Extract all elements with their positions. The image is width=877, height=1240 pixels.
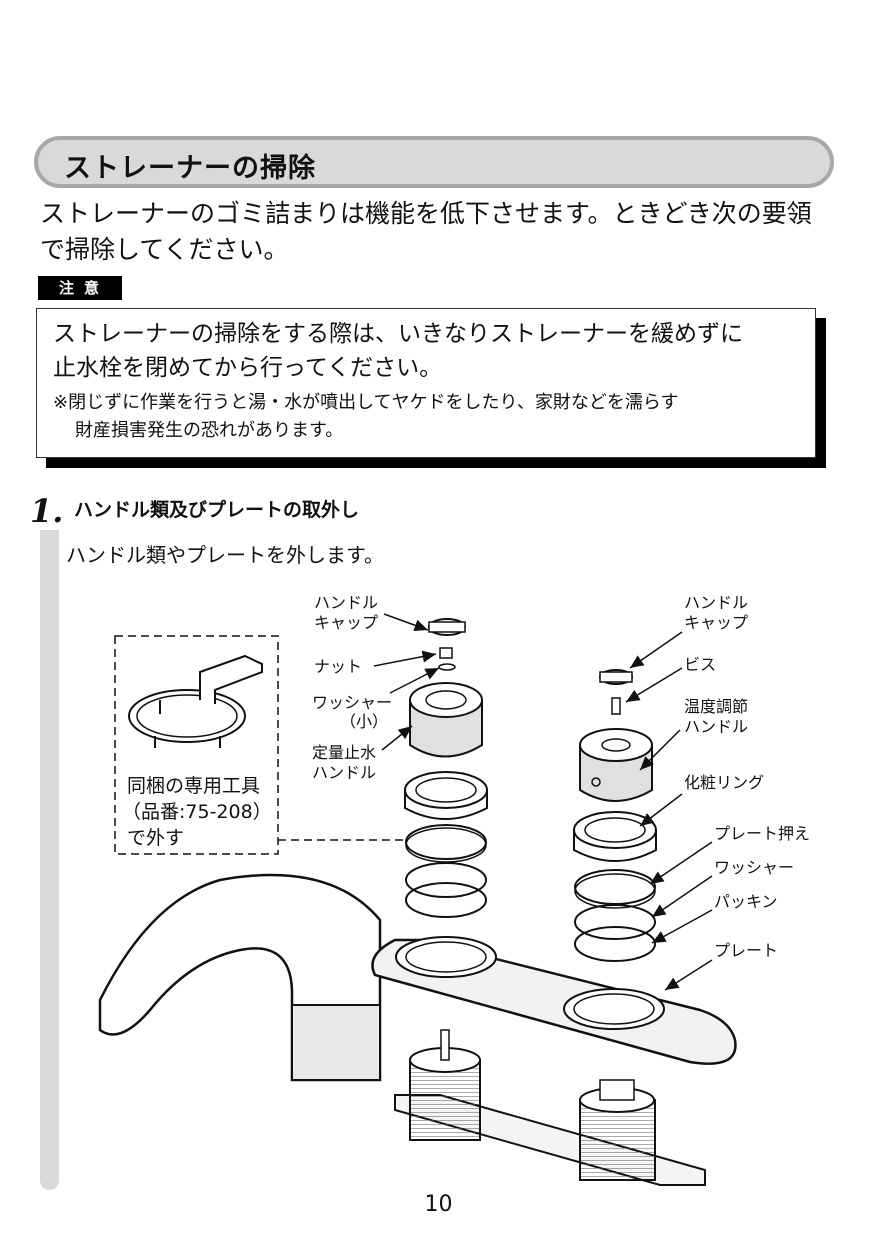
faucet-spout [98, 873, 382, 1082]
caution-main-line: 止水栓を閉めてから行ってください。 [53, 355, 443, 381]
label-left-handle-cap: キャップ [314, 613, 378, 632]
page-number: 10 [424, 1192, 453, 1217]
label-nut: ナット [314, 657, 362, 676]
caution-main-line: ストレーナーの掃除をする際は、いきなりストレーナーを緩めずに [53, 321, 743, 347]
tool-note-line: 同梱の専用工具 [127, 775, 260, 797]
label-washer-small: ワッシャー [312, 693, 392, 712]
step-description: ハンドル類やプレートを外します。 [66, 543, 384, 567]
special-tool-icon [128, 654, 263, 748]
intro-line: で掃除してください。 [40, 235, 289, 264]
label-trim-ring: 化粧リング [684, 773, 764, 792]
tool-note-line: で外す [127, 827, 184, 849]
label-left-handle-cap: ハンドル [314, 593, 378, 612]
label-fixed-stop-handle: 定量止水 [312, 743, 376, 762]
caution-note-line: ※閉じずに作業を行うと湯・水が噴出してヤケドをしたり、家財などを濡らす [53, 392, 679, 413]
label-packing: パッキン [714, 892, 778, 911]
section-title: ストレーナーの掃除 [64, 153, 316, 184]
label-washer: ワッシャー [714, 858, 794, 877]
step-side-strip [40, 500, 59, 1190]
caution-tag: 注意 [38, 276, 122, 300]
caution-note: ※閉じずに作業を行うと湯・水が噴出してヤケドをしたり、家財などを濡らす 財産損害… [53, 389, 803, 445]
special-tool-callout: 同梱の専用工具 （品番:75-208） で外す [114, 635, 410, 855]
label-plate: プレート [714, 941, 778, 960]
intro-line: ストレーナーのゴミ詰まりは機能を低下させます。ときどき次の要領 [40, 199, 812, 228]
right-handle-stack [573, 669, 657, 962]
label-screw: ビス [684, 655, 716, 674]
caution-main-text: ストレーナーの掃除をする際は、いきなりストレーナーを緩めずに 止水栓を閉めてから… [53, 317, 803, 385]
caution-note-line: 財産損害発生の恐れがあります。 [75, 420, 344, 441]
step-title: ハンドル類及びプレートの取外し [74, 499, 360, 521]
faucet-plate [371, 936, 737, 1065]
section-title-bar: ストレーナーの掃除 [34, 136, 834, 188]
caution-box: ストレーナーの掃除をする際は、いきなりストレーナーを緩めずに 止水栓を閉めてから… [36, 308, 816, 458]
intro-text: ストレーナーのゴミ詰まりは機能を低下させます。ときどき次の要領 で掃除してくださ… [40, 196, 840, 268]
label-plate-holder: プレート押え [714, 824, 810, 843]
label-right-handle-cap: ハンドル [684, 593, 748, 612]
left-handle-stack [404, 618, 488, 918]
tool-note-line: （品番:75-208） [122, 801, 272, 823]
step-number: 1. [30, 492, 68, 530]
label-washer-small: （小） [340, 712, 388, 731]
faucet-body [394, 1029, 706, 1186]
label-right-handle-cap: キャップ [684, 613, 748, 632]
label-fixed-stop-handle: ハンドル [312, 763, 376, 782]
label-temp-handle: 温度調節 [684, 697, 748, 716]
label-temp-handle: ハンドル [684, 717, 748, 736]
